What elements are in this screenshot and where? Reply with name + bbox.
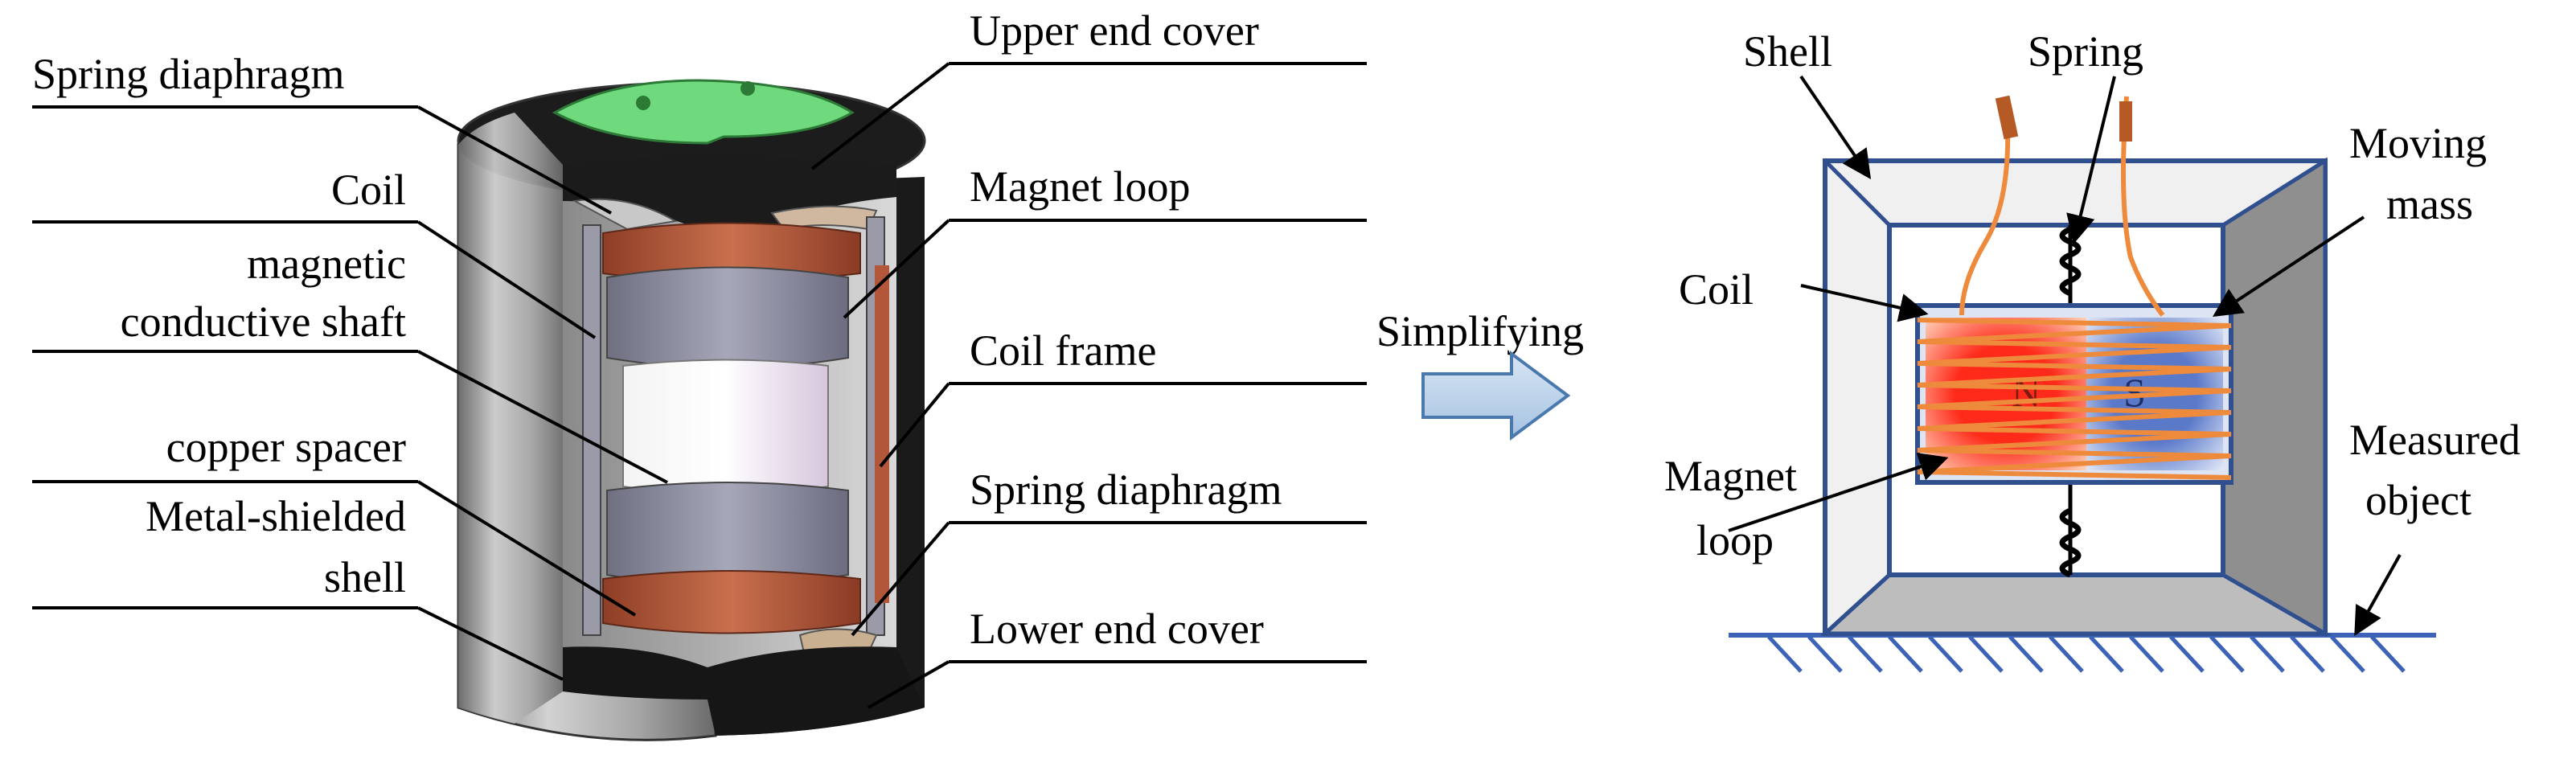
simplifying-arrow: [1421, 351, 1571, 441]
lower-end-cover: [563, 646, 925, 736]
label-coil: Coil: [331, 166, 406, 214]
label-magnetic-line1: magnetic: [247, 240, 406, 288]
label-simplifying: Simplifying: [1376, 307, 1584, 355]
label-coil-frame: Coil frame: [970, 326, 1156, 375]
label-moving-line2: mass: [2386, 180, 2473, 228]
lead-terminal-left: [1995, 95, 2019, 140]
label-measured-line1: Measured: [2349, 416, 2521, 464]
label-coil-schematic: Coil: [1679, 265, 1754, 314]
label-measured-line2: object: [2365, 476, 2471, 524]
label-spring-diaphragm-top: Spring diaphragm: [32, 50, 344, 98]
label-moving-line1: Moving: [2349, 119, 2487, 167]
label-metal-line2: shell: [324, 553, 406, 601]
label-magnet-line2: loop: [1696, 516, 1774, 564]
label-metal-line1: Metal-shielded: [146, 492, 406, 540]
upper-end-cover: [563, 153, 896, 233]
copper-spacer-strip: [875, 265, 889, 603]
magnet-loop-lower: [606, 482, 849, 586]
label-magnet-loop: Magnet loop: [970, 162, 1190, 211]
magnet-loop-upper: [606, 266, 849, 369]
coil-lead-right: [2121, 96, 2165, 317]
label-magnet-line1: Magnet: [1664, 452, 1797, 500]
label-shell: Shell: [1743, 27, 1832, 76]
pole-s: S: [2123, 370, 2146, 415]
sensor-cutaway: [457, 79, 926, 741]
label-spring: Spring: [2028, 27, 2143, 76]
label-copper-spacer: copper spacer: [166, 423, 406, 471]
left-label-rules: [32, 105, 668, 681]
label-spring-diaphragm-bottom: Spring diaphragm: [970, 466, 1282, 514]
coil-frame-left: [582, 224, 601, 636]
shell-right-wall: [2221, 157, 2328, 638]
top-cap: [552, 79, 855, 145]
label-magnetic-line2: conductive shaft: [121, 297, 406, 346]
right-label-rules: [810, 62, 1367, 709]
coil-bottom: [602, 570, 861, 634]
coil-windings: [1917, 318, 2232, 480]
schematic: N S Shell Spring Moving mass Coil Magnet…: [1664, 27, 2521, 673]
lead-terminal-right: [2119, 101, 2132, 142]
label-lower-end-cover: Lower end cover: [970, 605, 1264, 653]
ground-hatch: [1767, 635, 2406, 673]
label-upper-end-cover: Upper end cover: [970, 6, 1259, 55]
coil-lead-left: [1959, 96, 2011, 316]
spring-bottom: [2059, 507, 2082, 578]
